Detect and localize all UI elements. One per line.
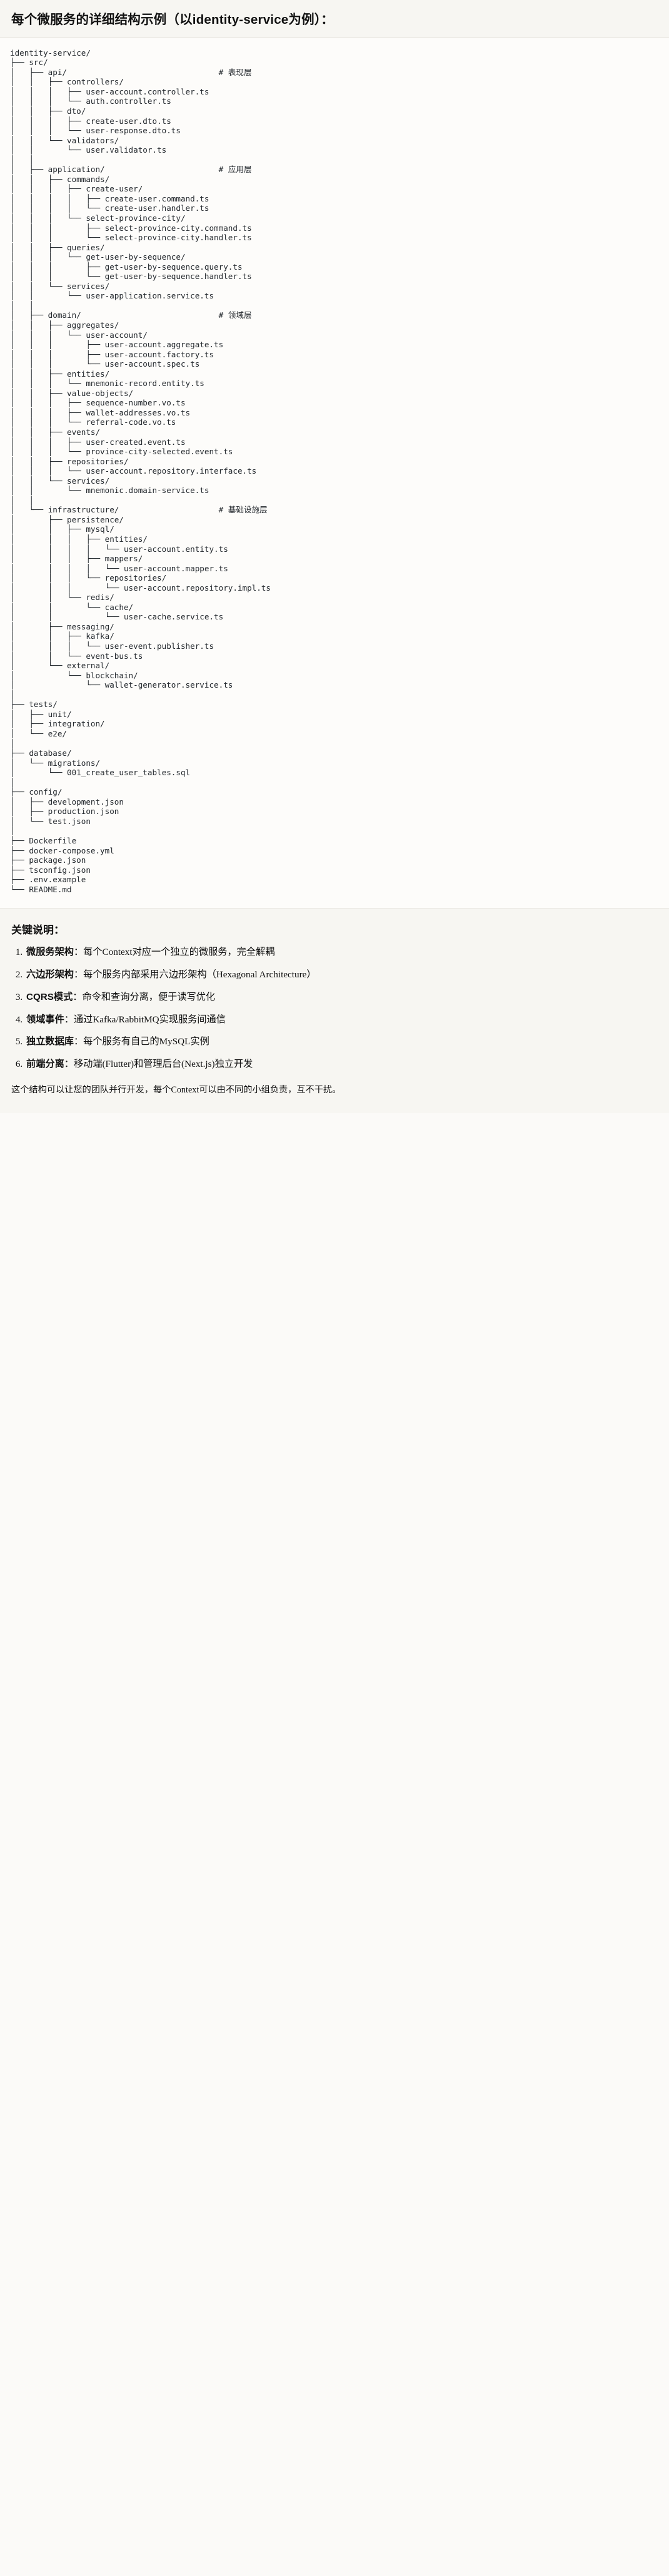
- key-note-separator: ：: [73, 947, 84, 958]
- tree-comment: # 领域层: [218, 310, 252, 320]
- key-note-item: 六边形架构：每个服务内部采用六边形架构（Hexagonal Architectu…: [25, 968, 658, 982]
- key-note-separator: ：: [73, 1036, 84, 1047]
- key-note-description: 每个服务有自己的MySQL实例: [83, 1036, 209, 1047]
- document-header: 每个微服务的详细结构示例（以identity-service为例）：: [0, 0, 669, 38]
- key-note-description: 每个Context对应一个独立的微服务，完全解耦: [83, 947, 275, 958]
- directory-tree: identity-service/ ├── src/ │ ├── api/ # …: [10, 48, 271, 894]
- closing-paragraph: 这个结构可以让您的团队并行开发，每个Context可以由不同的小组负责，互不干扰…: [11, 1085, 341, 1096]
- tree-comment: # 应用层: [218, 165, 252, 175]
- key-note-description: 通过Kafka/RabbitMQ实现服务间通信: [73, 1014, 226, 1025]
- key-notes-section: 关键说明： 微服务架构：每个Context对应一个独立的微服务，完全解耦六边形架…: [0, 909, 669, 1114]
- key-note-item: 独立数据库：每个服务有自己的MySQL实例: [25, 1035, 658, 1049]
- page-title: 每个微服务的详细结构示例（以identity-service为例）：: [11, 13, 334, 27]
- key-note-term: 六边形架构: [26, 969, 74, 980]
- key-note-separator: ：: [73, 969, 84, 980]
- key-note-separator: ：: [64, 1014, 74, 1025]
- key-note-separator: ：: [73, 991, 83, 1002]
- tree-comment: # 基础设施层: [218, 505, 268, 515]
- key-note-description: 每个服务内部采用六边形架构（Hexagonal Architecture）: [83, 969, 316, 980]
- key-note-item: 微服务架构：每个Context对应一个独立的微服务，完全解耦: [25, 945, 658, 960]
- key-note-description: 移动端(Flutter)和管理后台(Next.js)独立开发: [73, 1059, 253, 1070]
- key-note-separator: ：: [64, 1059, 74, 1070]
- key-note-description: 命令和查询分离，便于读写优化: [82, 991, 216, 1002]
- key-note-item: 前端分离：移动端(Flutter)和管理后台(Next.js)独立开发: [25, 1057, 658, 1072]
- key-note-term: 领域事件: [26, 1014, 64, 1025]
- tree-comment: # 表现层: [218, 67, 252, 77]
- key-notes-title: 关键说明：: [11, 924, 64, 937]
- key-note-item: 领域事件：通过Kafka/RabbitMQ实现服务间通信: [25, 1013, 658, 1027]
- key-note-item: CQRS模式：命令和查询分离，便于读写优化: [25, 990, 658, 1005]
- key-note-term: CQRS模式: [26, 991, 73, 1002]
- key-notes-list: 微服务架构：每个Context对应一个独立的微服务，完全解耦六边形架构：每个服务…: [11, 945, 658, 1072]
- directory-tree-block: identity-service/ ├── src/ │ ├── api/ # …: [0, 38, 669, 909]
- document-page: 每个微服务的详细结构示例（以identity-service为例）： ident…: [0, 0, 669, 1114]
- key-note-term: 独立数据库: [26, 1036, 74, 1047]
- key-note-term: 微服务架构: [26, 947, 74, 958]
- key-note-term: 前端分离: [26, 1059, 64, 1070]
